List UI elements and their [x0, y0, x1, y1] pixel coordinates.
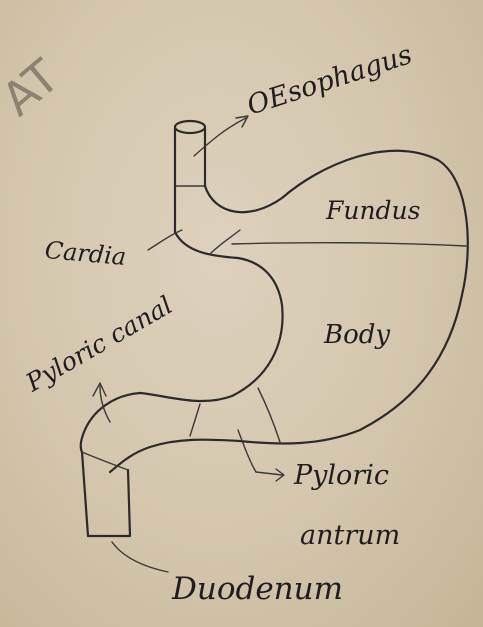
label-pyloric-antrum-line1: Pyloric [294, 462, 389, 489]
duodenum-tube [82, 452, 130, 536]
label-fundus: Fundus [326, 198, 420, 223]
label-cardia: Cardia [44, 238, 127, 269]
label-duodenum: Duodenum [172, 574, 343, 605]
label-pyloric-antrum-line2: antrum [300, 522, 400, 549]
label-body: Body [324, 322, 390, 348]
oesophagus-tube [175, 121, 205, 232]
